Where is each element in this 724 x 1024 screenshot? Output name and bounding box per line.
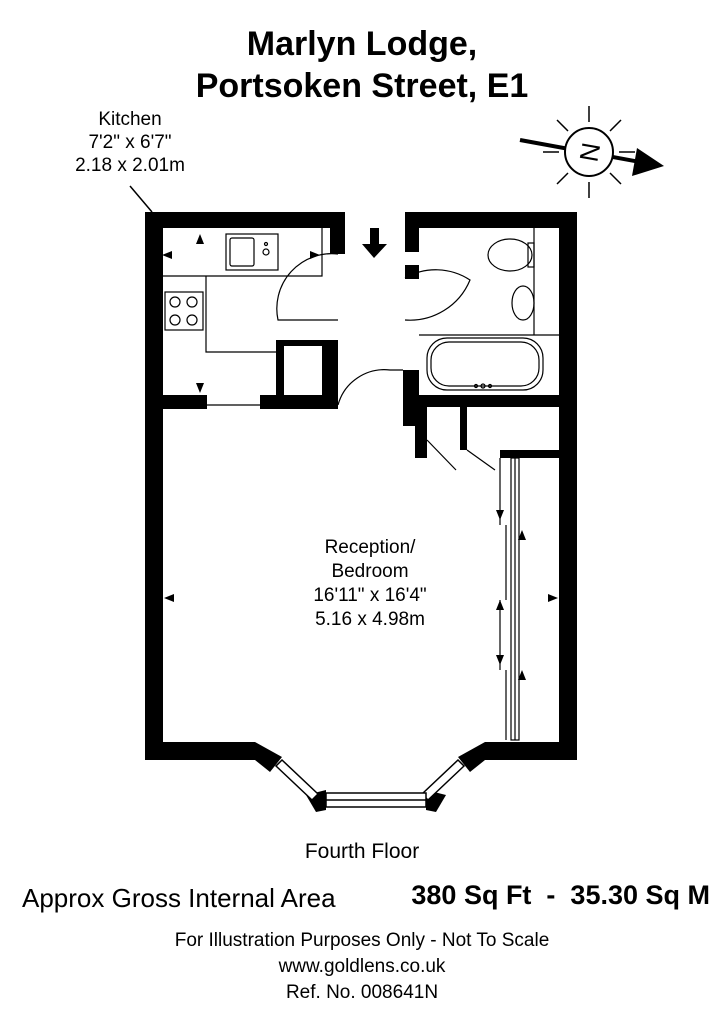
kitchen-imperial-size: 7'2" x 6'7": [88, 132, 172, 153]
website-link[interactable]: www.goldlens.co.uk: [278, 956, 446, 977]
compass-icon: N: [519, 106, 664, 198]
kitchen-label: Kitchen 7'2" x 6'7" 2.18 x 2.01m: [50, 108, 210, 177]
floor-name: Fourth Floor: [304, 840, 420, 863]
property-name: Marlyn Lodge,: [246, 25, 478, 63]
walls: [145, 212, 577, 812]
entrance-arrow-icon: [362, 228, 387, 258]
property-address: Portsoken Street, E1: [195, 67, 529, 105]
kitchen-leader-line: [129, 185, 153, 213]
reception-metric-size: 5.16 x 4.98m: [315, 609, 425, 630]
hob-icon: [164, 291, 204, 331]
reference-number: Ref. No. 008641N: [285, 982, 439, 1003]
reception-imperial-size: 16'11" x 16'4": [313, 585, 427, 606]
area-label: Approx Gross Internal Area: [22, 883, 336, 913]
dimension-markers: [162, 234, 558, 680]
toilet-icon: [487, 238, 533, 272]
bathroom-fixtures: [419, 228, 559, 391]
door-swings: [276, 253, 496, 471]
reception-name-line2: Bedroom: [331, 561, 409, 582]
side-windows: [510, 457, 520, 741]
bath-icon: [426, 337, 544, 391]
kitchen-metric-size: 2.18 x 2.01m: [75, 155, 185, 176]
reception-label: Reception/ Bedroom 16'11" x 16'4" 5.16 x…: [280, 536, 460, 632]
disclaimer: For Illustration Purposes Only - Not To …: [174, 930, 550, 951]
compass-letter: N: [574, 140, 607, 164]
kitchen-units: [163, 228, 323, 406]
area-value: 380 Sq Ft - 35.30 Sq M: [411, 880, 710, 910]
floor-plan: N: [129, 106, 664, 812]
kitchen-name: Kitchen: [98, 109, 162, 130]
reception-name-line1: Reception/: [324, 537, 416, 558]
sink-icon: [225, 233, 279, 271]
basin-icon: [511, 285, 535, 321]
sliding-door-tracks: [499, 458, 507, 740]
bay-window: [274, 758, 466, 808]
